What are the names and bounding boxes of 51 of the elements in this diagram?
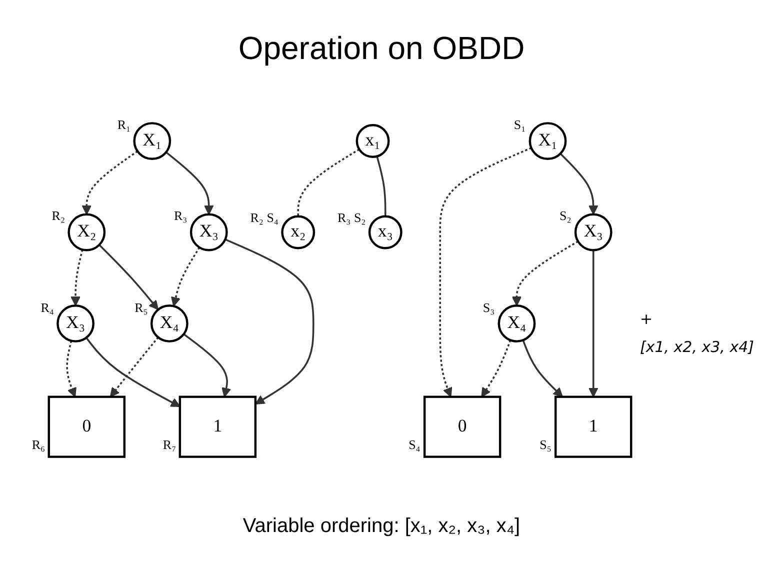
node-circle: X₃ xyxy=(574,213,612,252)
node-circle: X₄ xyxy=(498,304,536,342)
node-annotation: R₇ xyxy=(162,436,176,453)
arrow xyxy=(70,249,84,306)
node-circle: x₃ xyxy=(368,215,402,250)
node-circle: X₁ xyxy=(528,122,567,160)
node-box: 0 xyxy=(48,396,126,458)
arrow xyxy=(170,246,200,307)
node-annotation: S₄ xyxy=(408,436,420,453)
node-circle: X₃ xyxy=(56,304,94,342)
node-annotation: R₁ xyxy=(117,117,131,134)
arrow xyxy=(439,147,532,398)
arrow xyxy=(512,240,578,306)
node-annotation: R₂ S₄ xyxy=(250,210,278,226)
arrow xyxy=(82,150,138,215)
node-annotation: S₃ xyxy=(482,300,495,316)
arrow xyxy=(560,153,598,215)
node-circle: X₃ xyxy=(190,213,228,252)
node-annotation: R₄ xyxy=(40,300,54,316)
node-annotation: R₅ xyxy=(134,300,148,316)
arrow xyxy=(110,336,159,398)
node-annotation: S₅ xyxy=(540,436,552,453)
arrow xyxy=(522,340,563,398)
connector xyxy=(376,156,386,216)
arrow xyxy=(166,152,214,215)
arrow xyxy=(481,340,512,398)
node-box: 1 xyxy=(554,396,632,458)
node-annotation: R₃ S₂ xyxy=(338,210,366,226)
slide-title: Operation on OBDD xyxy=(237,30,526,67)
node-circle: X₂ xyxy=(68,213,106,252)
arrow xyxy=(588,250,598,398)
caption: Variable ordering: [x₁, x₂, x₃, x₄] xyxy=(242,515,522,538)
node-circle: X₄ xyxy=(150,304,188,342)
node-annotation: R₆ xyxy=(32,436,46,453)
handwritten-note: [x1, x2, x3, x4] xyxy=(640,338,755,356)
node-box: 1 xyxy=(178,396,257,458)
node-annotation: S₂ xyxy=(560,208,572,224)
node-circle: x₂ xyxy=(281,215,316,250)
arrow xyxy=(183,333,232,398)
arrow xyxy=(86,337,180,408)
connector xyxy=(297,148,360,216)
node-annotation: R₃ xyxy=(174,208,188,224)
node-annotation: S₁ xyxy=(514,117,526,134)
arrow xyxy=(224,238,314,404)
node-box: 0 xyxy=(423,396,502,458)
handwritten-note: + xyxy=(640,310,654,328)
node-circle: X₁ xyxy=(133,122,172,160)
arrow xyxy=(98,244,159,310)
node-circle: x₁ xyxy=(356,124,390,158)
arrow xyxy=(66,340,76,398)
node-annotation: R₂ xyxy=(52,208,65,224)
